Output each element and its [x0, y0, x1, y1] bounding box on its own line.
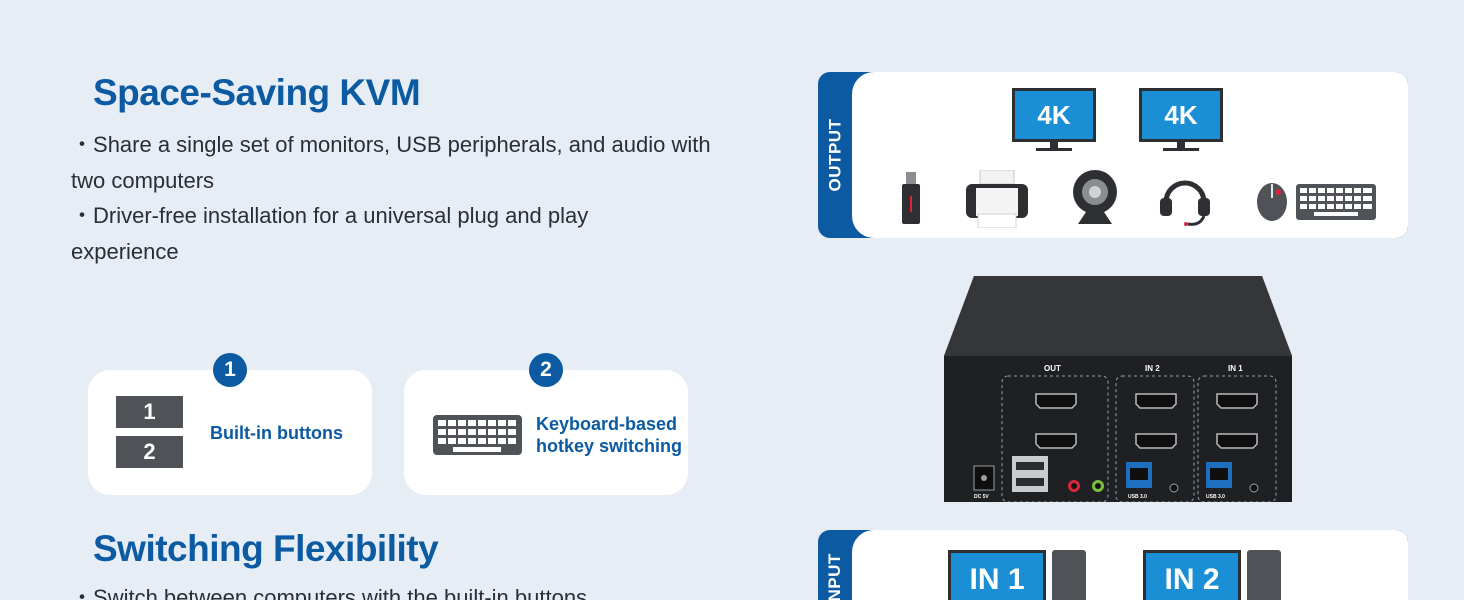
input-panel-content: IN 1 IN 2 [852, 530, 1408, 600]
output-panel-content: 4K 4K [852, 72, 1408, 238]
output-panel: OUTPUT 4K 4K [818, 72, 1408, 238]
headset-icon [1160, 180, 1210, 226]
port-label-in2: IN 2 [1145, 364, 1160, 373]
monitor-icon: 4K [1139, 88, 1223, 151]
section-title-switching-flexibility: Switching Flexibility [93, 528, 439, 569]
monitor-screen-label: IN 2 [1143, 550, 1241, 600]
webcam-icon [1073, 170, 1117, 224]
monitor-icon: IN 2 [1143, 550, 1241, 600]
mouse-icon [1257, 183, 1287, 221]
keyboard-icon [433, 415, 522, 455]
monitor-screen-label: 4K [1012, 88, 1096, 142]
monitor-screen-label: 4K [1139, 88, 1223, 142]
switch-button-1: 1 [116, 396, 183, 428]
monitor-icon: IN 1 [948, 550, 1046, 600]
number-badge: 1 [213, 353, 247, 387]
monitor-screen-label: IN 1 [948, 550, 1046, 600]
bullet-text: Switch between computers with the built-… [71, 580, 721, 600]
port-label-out: OUT [1044, 364, 1061, 373]
feature-label: Built-in buttons [210, 423, 343, 443]
kvm-device-body [944, 276, 1292, 502]
bullet-text: Share a single set of monitors, USB peri… [71, 127, 721, 198]
feature-label-line: Keyboard-based [536, 414, 678, 434]
pc-tower-icon [1247, 550, 1281, 600]
port-label-in1: IN 1 [1228, 364, 1243, 373]
feature-card-built-in-buttons: 1 1 2 Built-in buttons [88, 353, 372, 495]
keyboard-icon [1296, 184, 1376, 220]
input-panel: INPUT IN 1 IN 2 [818, 530, 1408, 600]
feature-card-hotkey: 2 Keyboard-based hotkey switching [404, 353, 688, 495]
dc-label: DC 5V [974, 494, 989, 500]
kvm-switch-device: OUT IN 2 IN 1 DC 5V USB 3.0 USB 3.0 [944, 276, 1292, 502]
section-title-space-saving: Space-Saving KVM [93, 72, 421, 113]
printer-icon [966, 170, 1028, 228]
usb-label: USB 3.0 [1206, 494, 1225, 500]
usb-label: USB 3.0 [1128, 494, 1147, 500]
input-tag: INPUT [825, 553, 844, 600]
output-tag: OUTPUT [825, 118, 845, 192]
monitor-icon: 4K [1012, 88, 1096, 151]
bullet-text: Driver-free installation for a universal… [71, 198, 611, 269]
number-badge: 2 [529, 353, 563, 387]
section1-bullets: Share a single set of monitors, USB peri… [71, 127, 721, 269]
pc-tower-icon [1052, 550, 1086, 600]
switch-button-2: 2 [116, 436, 183, 468]
feature-label-line: hotkey switching [536, 436, 683, 456]
usb-drive-icon [902, 172, 920, 224]
section2-bullets: Switch between computers with the built-… [71, 580, 721, 600]
feature-label: Keyboard-based hotkey switching [536, 413, 682, 457]
